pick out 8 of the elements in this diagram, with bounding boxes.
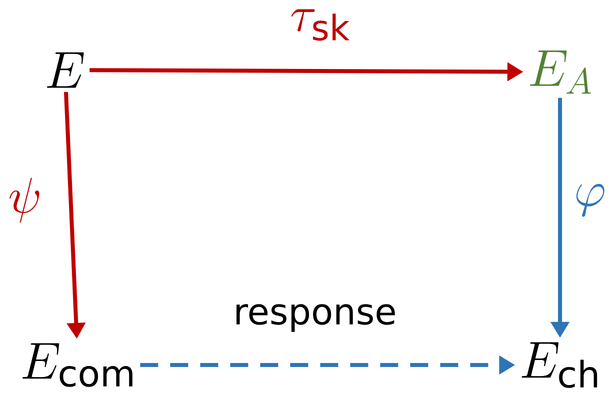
math-symbol: $E$: [47, 52, 84, 88]
math-symbol: $E_{\mathrm{com}}$: [22, 343, 132, 387]
edge-label: $\psi$: [7, 176, 43, 224]
edge-label: $\varphi$: [572, 183, 608, 217]
edge-label: response: [232, 303, 398, 333]
edge-label: $\tau_{\mathrm{sk}}$: [288, 8, 352, 42]
math-symbol: $E_{\mathrm{ch}}$: [522, 342, 598, 388]
math-symbol: $E_A$: [530, 50, 591, 94]
